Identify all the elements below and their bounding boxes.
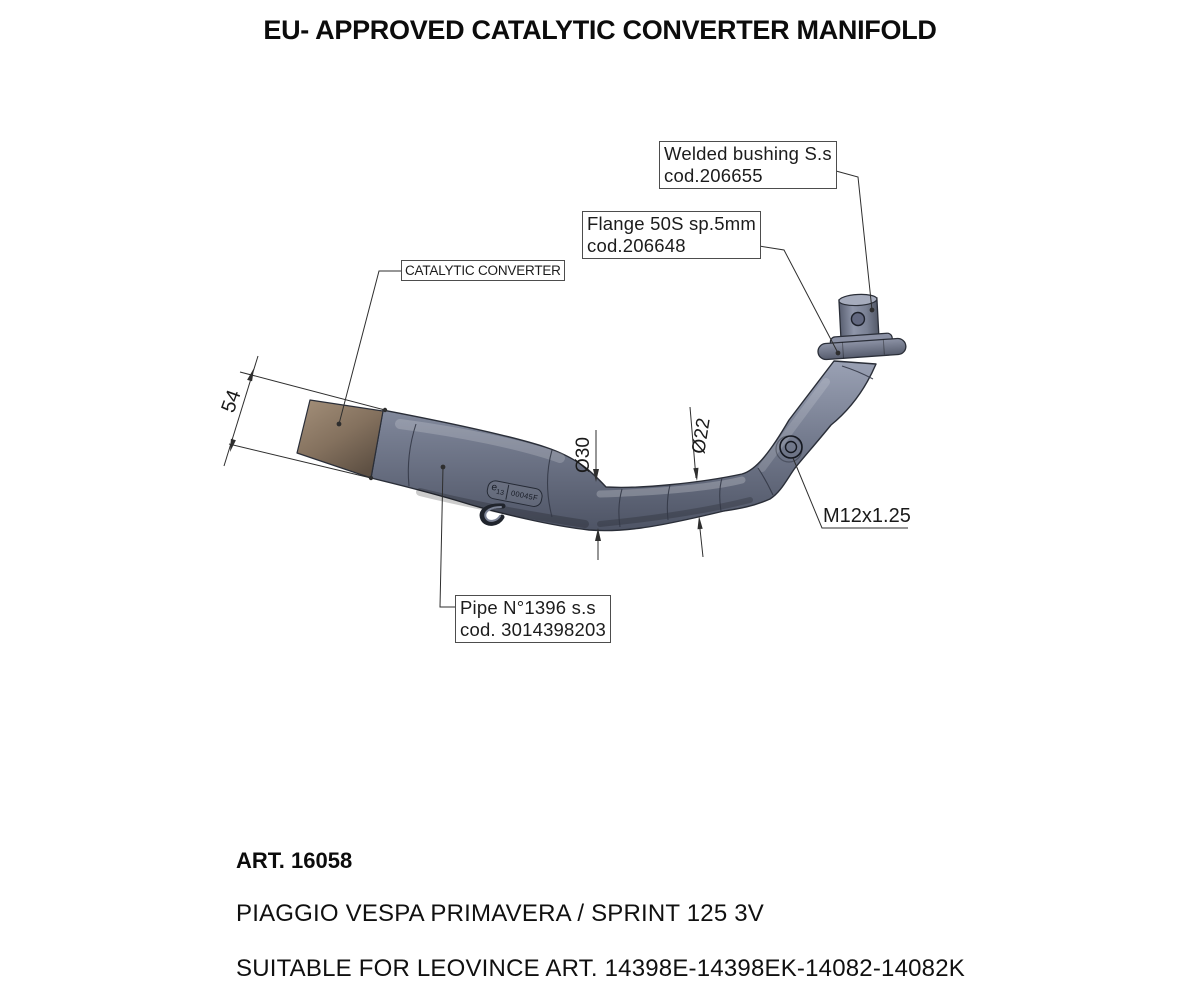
dim54-ext-bottom xyxy=(228,443,372,479)
pipe-body xyxy=(370,360,877,532)
callout-flange-line2: cod.206648 xyxy=(587,235,686,256)
pipe-assembly xyxy=(296,293,907,532)
callout-pipe-line2: cod. 3014398203 xyxy=(460,619,606,640)
callout-pipe-line1: Pipe N°1396 s.s xyxy=(460,597,596,618)
dot-pipe xyxy=(440,464,446,470)
callout-flange: Flange 50S sp.5mm cod.206648 xyxy=(582,211,761,259)
dimension-arrows xyxy=(230,307,875,541)
cylinder-stub xyxy=(838,293,880,345)
callout-pipe: Pipe N°1396 s.s cod. 3014398203 xyxy=(455,595,611,643)
bushing-detail xyxy=(775,435,803,463)
dia22-line-top xyxy=(689,406,697,479)
leader-thread xyxy=(792,457,908,529)
dimension-thread-spec: M12x1.25 xyxy=(823,505,911,527)
shading xyxy=(395,378,830,528)
hanger-hook xyxy=(479,503,506,526)
homologation-mark: e13 xyxy=(489,481,510,500)
compatibility-note: SUITABLE FOR LEOVINCE ART. 14398E-14398E… xyxy=(236,955,965,982)
stub-hole xyxy=(850,311,866,327)
article-number: ART. 16058 xyxy=(236,848,353,873)
page-title: EU- APPROVED CATALYTIC CONVERTER MANIFOL… xyxy=(263,15,937,45)
annotation-lines xyxy=(223,170,908,608)
callout-flange-line1: Flange 50S sp.5mm xyxy=(587,213,756,234)
callout-welded-bushing-line2: cod.206655 xyxy=(664,165,763,186)
callout-welded-bushing: Welded bushing S.s cod.206655 xyxy=(659,141,837,189)
callout-welded-bushing-line1: Welded bushing S.s xyxy=(664,143,832,164)
dot-flange xyxy=(835,350,841,356)
weld-seams xyxy=(407,365,874,528)
leader-pipe xyxy=(439,466,456,608)
dot-welded-bushing xyxy=(869,307,875,313)
flange-plate xyxy=(817,332,907,361)
leader-catalytic xyxy=(338,270,401,425)
leader-welded-bushing xyxy=(835,170,873,311)
dot-ext-top xyxy=(382,407,388,413)
dim54-ext-top xyxy=(239,371,386,411)
homologation-code: 00045F xyxy=(510,488,539,503)
leader-flange xyxy=(758,245,839,354)
callout-catalytic-converter: CATALYTIC CONVERTER xyxy=(401,260,565,281)
converter-inlet xyxy=(296,399,384,479)
dot-catalytic xyxy=(336,421,342,427)
dia22-line-bottom xyxy=(699,528,704,558)
dimension-diameter-30: Ø30 xyxy=(573,437,594,473)
vehicle-model: PIAGGIO VESPA PRIMAVERA / SPRINT 125 3V xyxy=(236,900,764,927)
dot-ext-bottom xyxy=(368,475,374,481)
